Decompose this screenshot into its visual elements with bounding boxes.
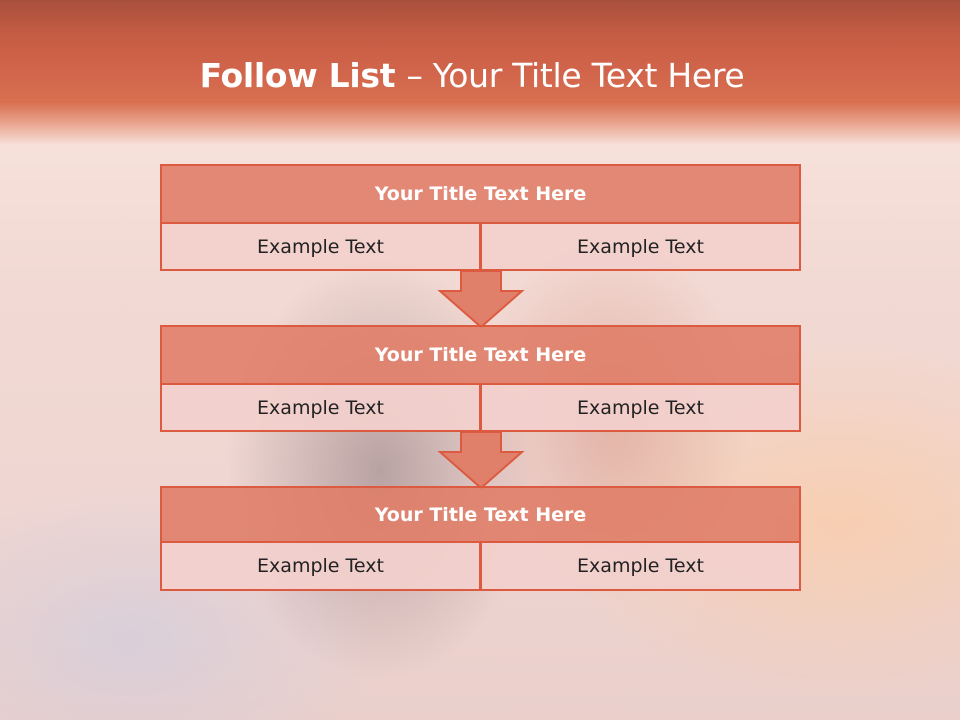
title-bold: Follow List xyxy=(199,56,407,95)
block-cell-right: Example Text xyxy=(480,222,801,271)
block-cell-left: Example Text xyxy=(160,541,481,591)
block-row: Example Text Example Text xyxy=(160,383,801,432)
header-band xyxy=(0,0,960,165)
list-block-3: Your Title Text Here Example Text Exampl… xyxy=(160,486,801,591)
block-row: Example Text Example Text xyxy=(160,222,801,271)
block-cell-right: Example Text xyxy=(480,541,801,591)
title-rest: – Your Title Text Here xyxy=(406,56,745,95)
block-cell-left: Example Text xyxy=(160,383,481,432)
block-title: Your Title Text Here xyxy=(160,325,801,385)
list-block-1: Your Title Text Here Example Text Exampl… xyxy=(160,164,801,271)
slide-title: Follow List – Your Title Text Here xyxy=(0,54,944,98)
list-block-2: Your Title Text Here Example Text Exampl… xyxy=(160,325,801,432)
arrow-down-icon xyxy=(437,270,525,329)
block-title: Your Title Text Here xyxy=(160,164,801,224)
block-title: Your Title Text Here xyxy=(160,486,801,543)
block-cell-left: Example Text xyxy=(160,222,481,271)
arrow-down-icon xyxy=(437,431,525,490)
block-row: Example Text Example Text xyxy=(160,541,801,591)
block-cell-right: Example Text xyxy=(480,383,801,432)
